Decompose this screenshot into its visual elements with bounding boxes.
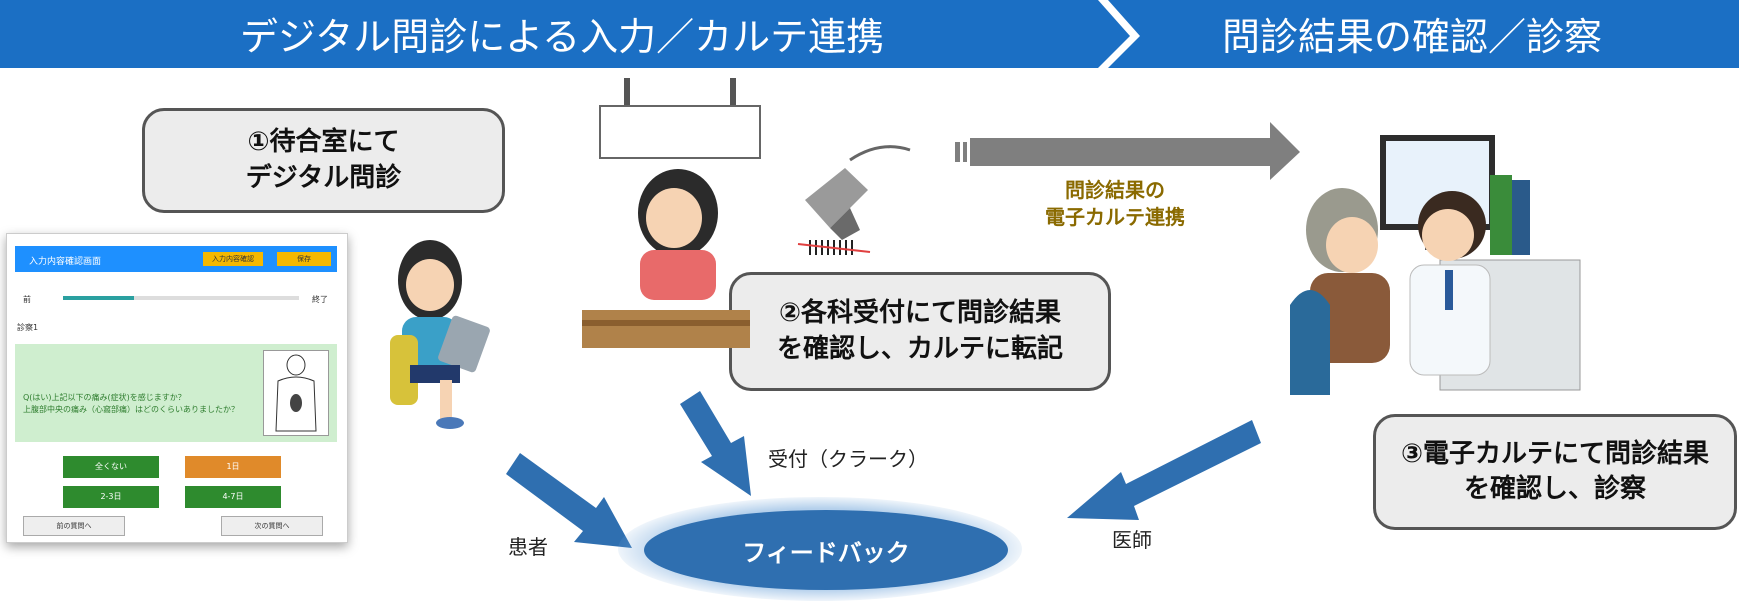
screenshot-confirm-button[interactable]: 入力内容確認 [203, 252, 263, 266]
screenshot-option-2-3days[interactable]: 2-3日 [63, 486, 159, 508]
ehr-link-label: 問診結果の電子カルテ連携 [1045, 178, 1185, 229]
body-outline-icon [275, 354, 317, 432]
feedback-label: フィードバック [742, 538, 910, 567]
screenshot-progress-fill [63, 296, 134, 300]
questionnaire-screenshot: 入力内容確認画面 入力内容確認 保存 前 終了 診察1 Q(はい)上記以下の痛み… [6, 233, 348, 543]
doctor-consultation-illustration [1290, 135, 1581, 395]
screenshot-progress-track [63, 296, 299, 300]
screenshot-option-none[interactable]: 全くない [63, 456, 159, 478]
screenshot-question-line1: Q(はい)上記以下の痛み(症状)を感じますか？ [23, 393, 186, 402]
banner-right-segment [1108, 0, 1739, 68]
feedback-ellipse: フィードバック [644, 510, 1008, 590]
ehr-link-arrow [955, 122, 1300, 180]
barcode-scanner-illustration [797, 145, 911, 255]
reception-label: 受付（クラーク） [768, 447, 928, 471]
body-diagram-image [263, 350, 329, 436]
screenshot-title: 入力内容確認画面 [29, 257, 102, 267]
screenshot-question-panel: Q(はい)上記以下の痛み(症状)を感じますか？ 上腹部中央の痛み（心窩部痛）はど… [15, 344, 337, 442]
banner-left-segment [0, 0, 1130, 68]
screenshot-header: 入力内容確認画面 入力内容確認 保存 [15, 246, 337, 272]
patient-label: 患者 [508, 535, 548, 559]
banner-left-title: デジタル問診による入力／カルテ連携 [240, 15, 885, 59]
patient-arrow [506, 453, 632, 548]
screenshot-save-button[interactable]: 保存 [277, 252, 331, 266]
screenshot-progress-right: 終了 [312, 295, 328, 304]
header-banner [0, 0, 1739, 68]
screenshot-prev-button[interactable]: 前の質問へ [23, 516, 125, 536]
step2-callout: ②各科受付にて問診結果を確認し、カルテに転記 [729, 272, 1111, 391]
screenshot-next-button[interactable]: 次の質問へ [221, 516, 323, 536]
step3-callout: ③電子カルテにて問診結果を確認し、診察 [1373, 414, 1737, 530]
doctor-label: 医師 [1112, 528, 1152, 552]
screenshot-section: 診察1 [17, 323, 39, 332]
reception-illustration [582, 78, 761, 348]
screenshot-option-4-7days[interactable]: 4-7日 [185, 486, 281, 508]
step1-callout: ①待合室にてデジタル問診 [142, 108, 505, 213]
screenshot-option-1day[interactable]: 1日 [185, 456, 281, 478]
screenshot-progress-left: 前 [23, 295, 31, 304]
reception-arrow [680, 391, 751, 496]
screenshot-question-line2: 上腹部中央の痛み（心窩部痛）はどのくらいありましたか？ [23, 405, 239, 414]
patient-illustration [390, 240, 490, 429]
doctor-arrow [1067, 420, 1261, 520]
banner-right-title: 問診結果の確認／診察 [1222, 15, 1603, 59]
